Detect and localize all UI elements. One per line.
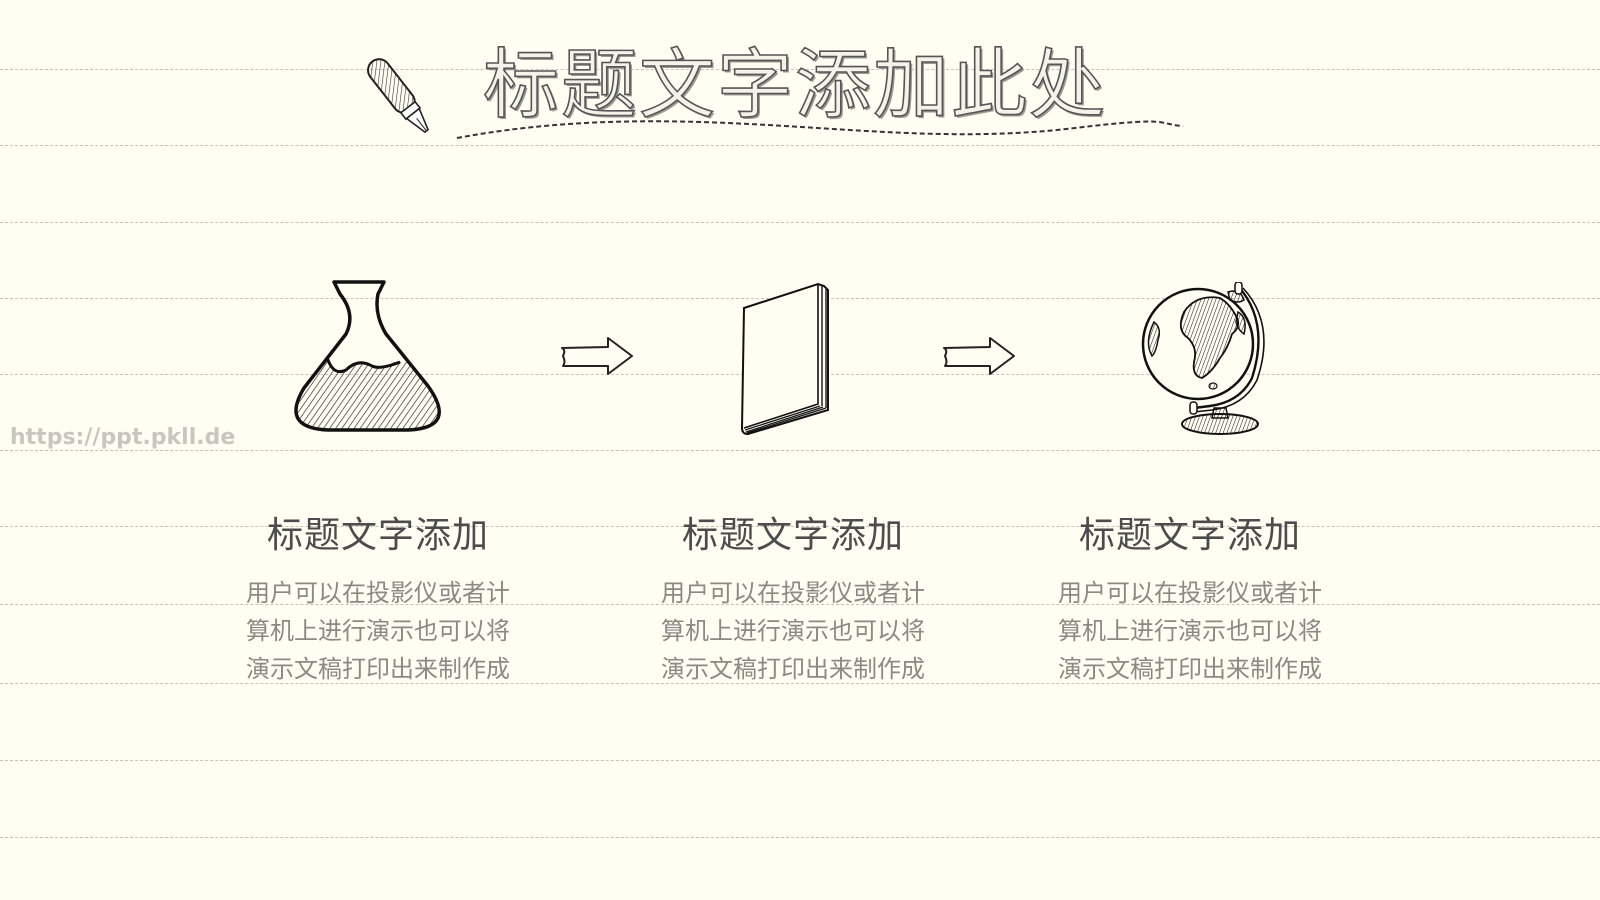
feature-title: 标题文字添加 [266,515,489,556]
ruled-line [0,837,1600,838]
feature-description: 用户可以在投影仪或者计 算机上进行演示也可以将 演示文稿打印出来制作成 [643,574,943,688]
description-line: 算机上进行演示也可以将 [661,617,925,645]
feature-title: 标题文字添加 [1078,515,1301,556]
ruled-line [0,222,1600,223]
feature-column: 标题文字添加 用户可以在投影仪或者计 算机上进行演示也可以将 演示文稿打印出来制… [228,510,528,688]
description-line: 算机上进行演示也可以将 [246,617,510,645]
feature-column: 标题文字添加 用户可以在投影仪或者计 算机上进行演示也可以将 演示文稿打印出来制… [643,510,943,688]
description-line: 演示文稿打印出来制作成 [1058,655,1322,683]
slide-title: 标题文字添加此处 [482,39,1107,130]
description-line: 用户可以在投影仪或者计 [1058,579,1322,607]
feature-description: 用户可以在投影仪或者计 算机上进行演示也可以将 演示文稿打印出来制作成 [1040,574,1340,688]
ruled-line [0,683,1600,684]
wavy-dashed-underline [456,120,1184,139]
ruled-line [0,145,1600,146]
arrow-right-icon [943,337,1015,375]
ruled-line [0,526,1600,527]
watermark: https://ppt.pkll.de [10,425,236,450]
description-line: 演示文稿打印出来制作成 [246,655,510,683]
feature-title: 标题文字添加 [681,515,904,556]
description-line: 用户可以在投影仪或者计 [246,579,510,607]
description-line: 算机上进行演示也可以将 [1058,617,1322,645]
ruled-line [0,450,1600,451]
feature-description: 用户可以在投影仪或者计 算机上进行演示也可以将 演示文稿打印出来制作成 [228,574,528,688]
pen-icon [367,58,430,134]
book-icon [740,282,829,436]
title-block: 标题文字添加此处 [355,39,1195,150]
description-line: 演示文稿打印出来制作成 [661,655,925,683]
arrow-right-icon [561,337,633,375]
description-line: 用户可以在投影仪或者计 [661,579,925,607]
ruled-line [0,604,1600,605]
flask-icon [294,280,441,432]
feature-column: 标题文字添加 用户可以在投影仪或者计 算机上进行演示也可以将 演示文稿打印出来制… [1040,510,1340,688]
ruled-line [0,69,1600,70]
ruled-line [0,760,1600,761]
globe-icon [1141,282,1265,435]
